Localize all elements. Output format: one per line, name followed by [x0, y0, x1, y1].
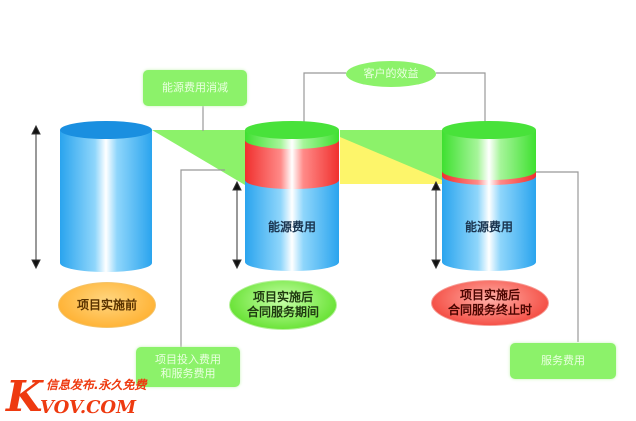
- stage-before-label: 项目实施前: [76, 297, 137, 312]
- connector-lines: [180, 72, 579, 348]
- height-arrows: [31, 124, 441, 270]
- stage-after: 项目实施后 合同服务终止时: [431, 280, 549, 326]
- watermark-tagline: 信息发布.永久免费: [46, 378, 147, 392]
- cylinder-during-text: 能源费用: [267, 220, 316, 234]
- watermark-logo-k: K: [6, 372, 43, 421]
- stage-during: 项目实施后 合同服务期间: [229, 280, 337, 330]
- cylinder-before: [60, 121, 152, 272]
- customer-benefit-label: 客户的效益: [363, 67, 419, 80]
- investment-service-label: 项目投入费用 和服务费用: [155, 353, 221, 380]
- benefit-band: [340, 130, 442, 184]
- energy-cost-reduction-callout: 能源费用消减: [143, 70, 247, 106]
- cylinder-during: [245, 121, 339, 271]
- service-fee-label: 服务费用: [541, 354, 585, 367]
- cylinder-after-text: 能源费用: [464, 220, 513, 234]
- service-fee-callout: 服务费用: [510, 343, 616, 379]
- energy-reduction-band: [152, 130, 245, 185]
- stage-before: 项目实施前: [58, 282, 156, 328]
- cylinder-after: [442, 121, 536, 271]
- energy-cost-reduction-label: 能源费用消减: [162, 81, 228, 94]
- investment-service-callout: 项目投入费用 和服务费用: [136, 347, 240, 387]
- stage-after-label: 项目实施后 合同服务终止时: [447, 288, 532, 317]
- customer-benefit-callout: 客户的效益: [346, 61, 436, 87]
- stage-during-label: 项目实施后 合同服务期间: [246, 290, 319, 319]
- watermark-logo-text: VOV.COM: [40, 397, 137, 418]
